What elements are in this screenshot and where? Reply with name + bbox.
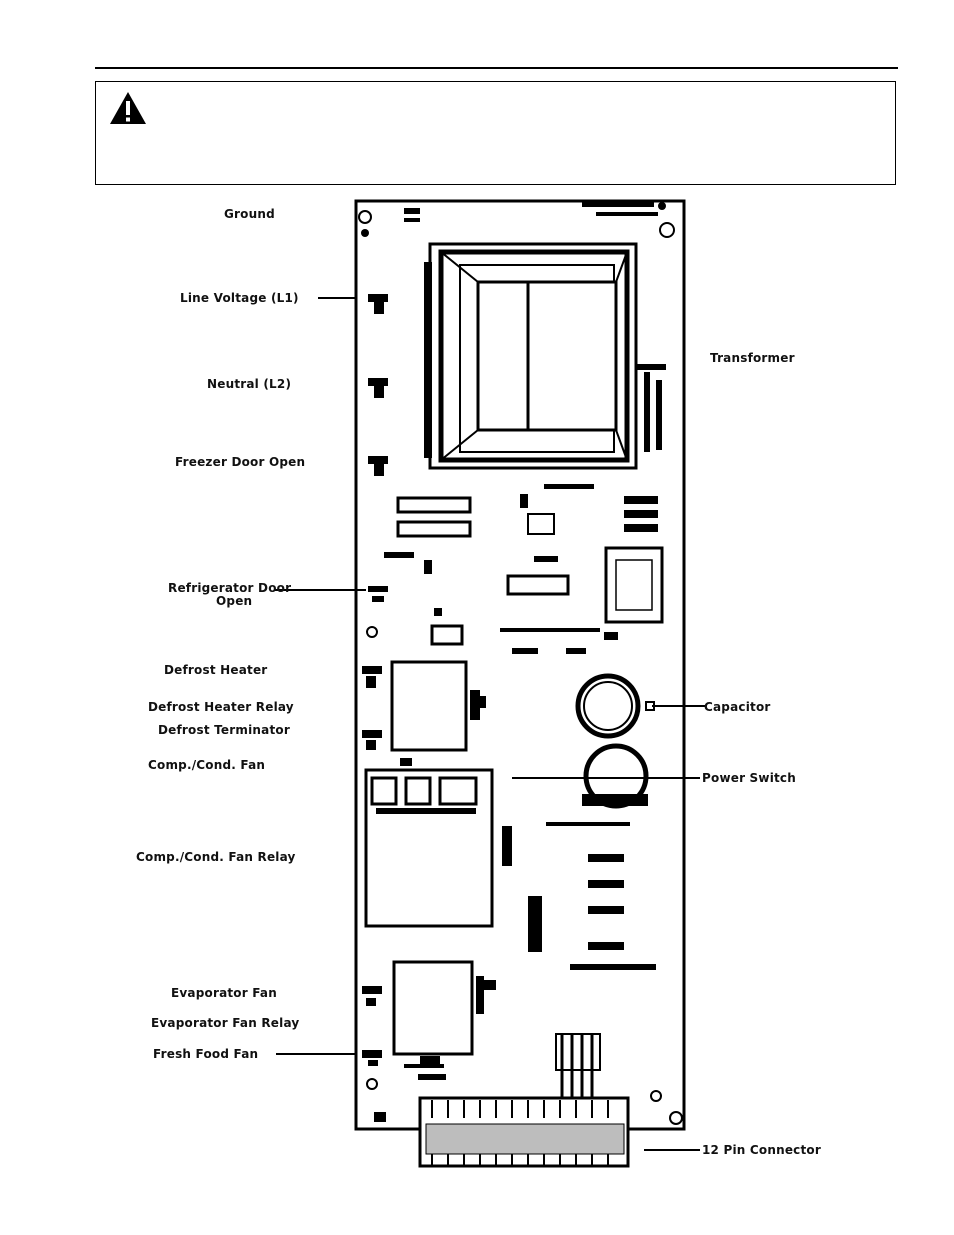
warning-box (95, 81, 896, 185)
capacitor (575, 673, 641, 739)
terminal-evaporator-fan (362, 986, 382, 994)
warning-triangle-icon (110, 92, 146, 124)
terminal-defrost-heater (362, 666, 382, 674)
terminal-neutral (368, 378, 388, 386)
leader-lines (274, 297, 706, 1151)
label-power-switch: Power Switch (702, 771, 796, 785)
terminal-fresh-food-fan (362, 1050, 382, 1058)
label-fresh-food-fan: Fresh Food Fan (153, 1047, 259, 1061)
label-transformer: Transformer (710, 351, 795, 365)
defrost-heater-relay (390, 660, 468, 752)
terminal-defrost-terminator (362, 730, 382, 738)
ground-screw-2 (361, 229, 369, 237)
terminal-freezer-door (368, 456, 388, 464)
label-ground: Ground (224, 207, 275, 221)
label-capacitor: Capacitor (704, 700, 771, 714)
header-rule (95, 67, 898, 69)
label-defrost-terminator: Defrost Terminator (158, 723, 290, 737)
label-evaporator-fan: Evaporator Fan (171, 986, 277, 1000)
label-defrost-heater-relay: Defrost Heater Relay (148, 700, 294, 714)
label-comp-cond-fan-relay: Comp./Cond. Fan Relay (136, 850, 296, 864)
label-refrigerator-door-2: Open (216, 594, 253, 608)
label-connector: 12 Pin Connector (702, 1143, 821, 1157)
transformer (424, 242, 638, 470)
label-evaporator-fan-relay: Evaporator Fan Relay (151, 1016, 300, 1030)
ground-screw (358, 210, 372, 224)
label-refrigerator-door-1: Refrigerator Door (168, 581, 292, 595)
twelve-pin-connector (418, 1096, 630, 1168)
terminal-refrigerator-door (368, 586, 388, 592)
label-comp-cond-fan: Comp./Cond. Fan (148, 758, 266, 772)
label-neutral: Neutral (L2) (207, 377, 292, 391)
label-freezer-door: Freezer Door Open (175, 455, 306, 469)
label-line-voltage: Line Voltage (L1) (180, 291, 299, 305)
label-defrost-heater: Defrost Heater (164, 663, 268, 677)
evaporator-fan-relay (392, 960, 474, 1056)
terminal-line-voltage (368, 294, 388, 302)
